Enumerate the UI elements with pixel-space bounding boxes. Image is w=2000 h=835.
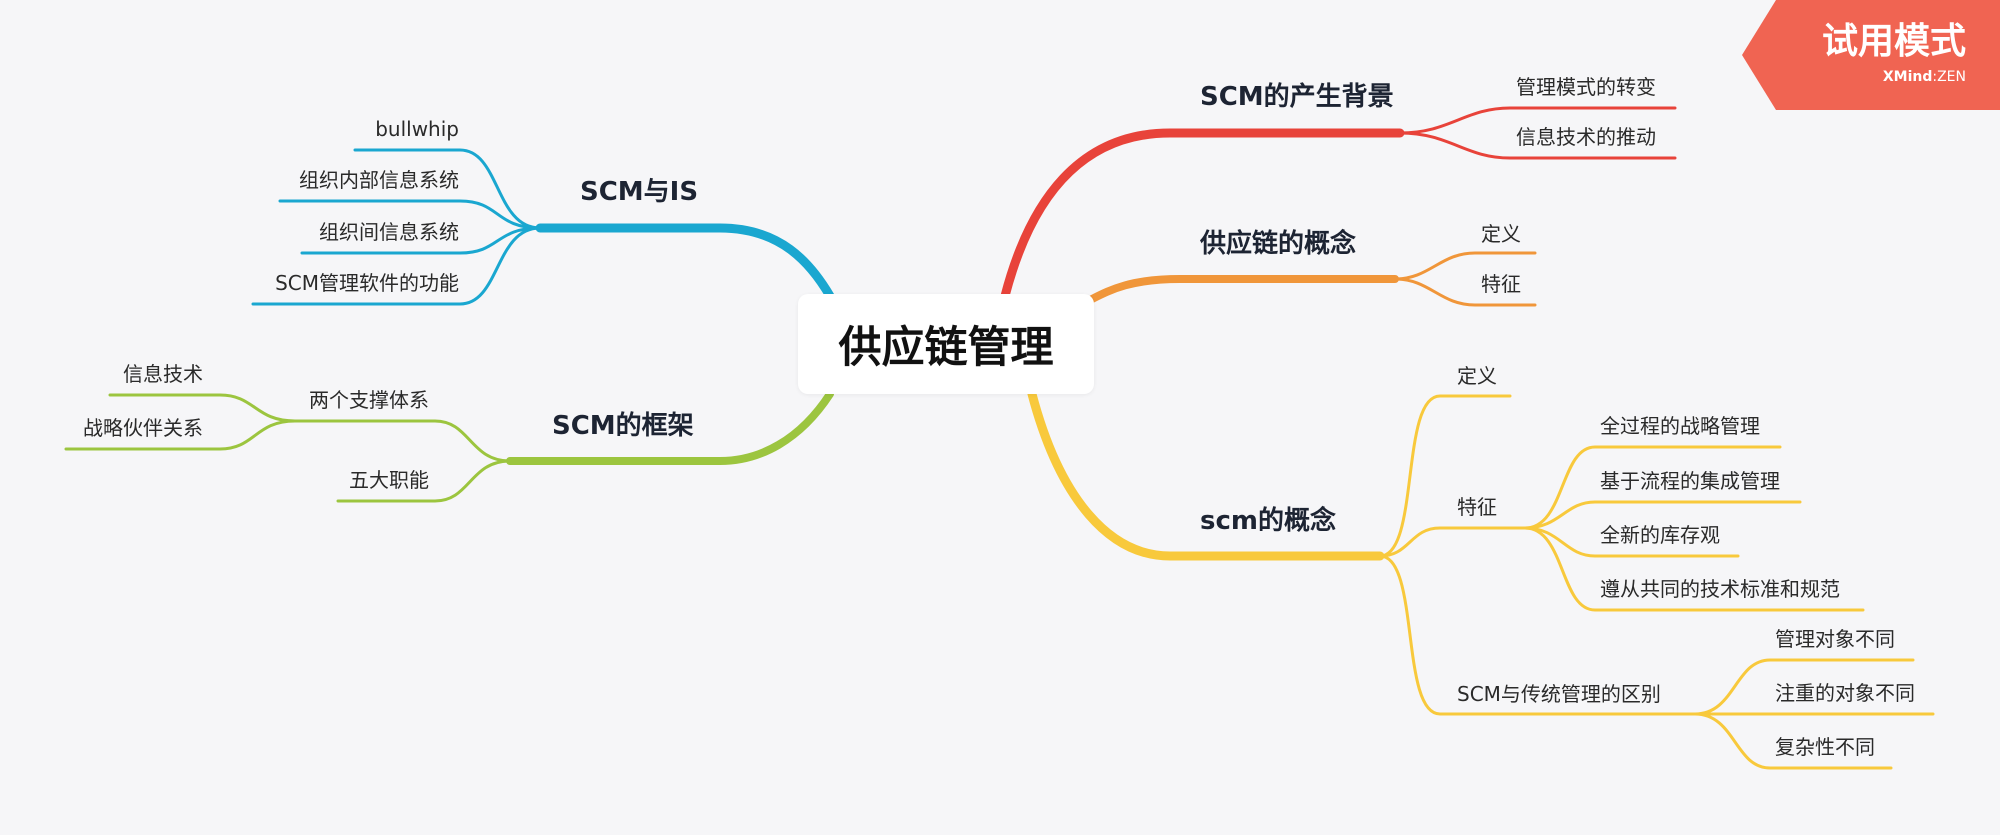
subtopic-scm-vs-traditional[interactable]: SCM与传统管理的区别 <box>1457 682 1661 706</box>
subtopic-scm-features[interactable]: 特征 <box>1457 495 1497 519</box>
difference-item[interactable]: 管理对象不同 <box>1775 627 1895 651</box>
sub-connector <box>1523 500 1802 530</box>
support-item[interactable]: 信息技术 <box>123 362 203 386</box>
sub-connector <box>1393 251 1537 281</box>
branch-connector-supply-concept <box>1086 275 1399 304</box>
branch-connector-framework <box>506 390 834 465</box>
topic-scm-background[interactable]: SCM的产生背景 <box>1200 82 1394 112</box>
topic-scm-concept[interactable]: scm的概念 <box>1200 506 1336 536</box>
subtopic-definition[interactable]: 定义 <box>1481 222 1521 246</box>
topic-scm-is[interactable]: SCM与IS <box>580 177 699 207</box>
branch-connector-background <box>1000 128 1405 301</box>
feature-item[interactable]: 全新的库存观 <box>1600 523 1720 547</box>
topic-supply-chain-concept[interactable]: 供应链的概念 <box>1200 229 1357 259</box>
sub-connector <box>108 393 297 423</box>
sub-connector <box>1378 554 1697 716</box>
sub-connector <box>251 226 542 306</box>
subtopic-two-support-systems[interactable]: 两个支撑体系 <box>309 388 429 412</box>
subtopic-scm-definition[interactable]: 定义 <box>1457 364 1497 388</box>
subtopic-management-mode-change[interactable]: 管理模式的转变 <box>1516 75 1656 99</box>
sub-connector <box>1523 526 1865 612</box>
root-topic[interactable]: 供应链管理 <box>798 294 1094 394</box>
xmind-zen-logo: XMind:ZEN <box>1883 70 1966 84</box>
sub-connector <box>1693 658 1915 716</box>
trial-mode-badge[interactable]: 试用模式 XMind:ZEN <box>1742 0 2000 110</box>
sub-connector <box>1693 712 1893 770</box>
branch-connector-scm-concept <box>1027 389 1385 561</box>
sub-connector <box>1378 394 1512 558</box>
trial-mode-title: 试用模式 <box>1821 21 1966 62</box>
scm-is-item[interactable]: bullwhip <box>375 117 459 141</box>
sub-connector <box>353 148 542 230</box>
subtopic-it-driven[interactable]: 信息技术的推动 <box>1516 125 1656 149</box>
sub-connector <box>1523 445 1782 530</box>
branch-connector-scm-is <box>535 223 835 301</box>
sub-connector <box>64 419 297 451</box>
badge-shape <box>1742 0 2000 110</box>
brand-separator: : <box>1932 69 1938 85</box>
feature-item[interactable]: 基于流程的集成管理 <box>1600 469 1780 493</box>
difference-item[interactable]: 复杂性不同 <box>1775 735 1875 759</box>
sub-connector <box>1398 106 1677 135</box>
feature-item[interactable]: 全过程的战略管理 <box>1600 414 1760 438</box>
scm-is-item[interactable]: 组织内部信息系统 <box>299 168 459 192</box>
scm-is-item[interactable]: 组织间信息系统 <box>319 220 459 244</box>
sub-connector <box>293 419 512 463</box>
sub-connector <box>278 199 542 230</box>
sub-connector <box>300 226 542 255</box>
sub-connector <box>1393 277 1537 307</box>
sub-connector <box>336 459 512 503</box>
feature-item[interactable]: 遵从共同的技术标准和规范 <box>1600 577 1840 601</box>
subtopic-features[interactable]: 特征 <box>1481 272 1521 296</box>
sub-connector <box>1378 526 1527 558</box>
support-item[interactable]: 战略伙伴关系 <box>83 416 203 440</box>
root-topic-label: 供应链管理 <box>838 323 1054 373</box>
brand-name: XMind <box>1882 69 1933 85</box>
topic-scm-framework[interactable]: SCM的框架 <box>552 411 694 441</box>
scm-is-item[interactable]: SCM管理软件的功能 <box>275 271 459 295</box>
difference-item[interactable]: 注重的对象不同 <box>1775 681 1915 705</box>
subtopic-five-functions[interactable]: 五大职能 <box>349 468 429 492</box>
brand-edition: ZEN <box>1937 69 1966 85</box>
sub-connector <box>1398 131 1677 160</box>
